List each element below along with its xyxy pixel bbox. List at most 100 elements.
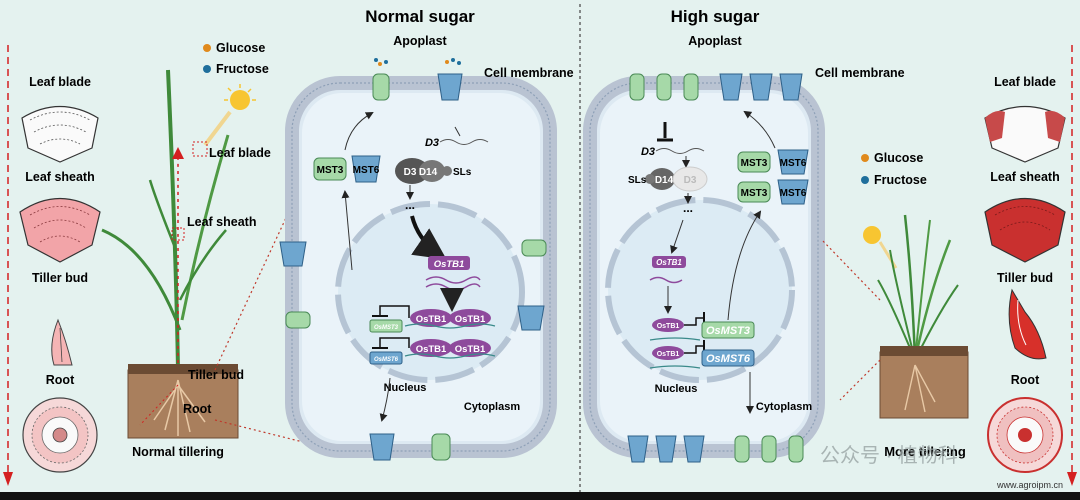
right-glucose-legend-label: Glucose xyxy=(874,151,923,165)
right-rice-plant xyxy=(863,214,969,419)
more-tillering-label: More tillering xyxy=(884,444,966,459)
right-fructose-dot-icon xyxy=(861,176,869,184)
left-cell xyxy=(285,76,557,458)
right-root-label: Root xyxy=(1011,373,1040,387)
left-leaf-blade-label: Leaf blade xyxy=(29,75,91,89)
right-cytoplasm-label: Cytoplasm xyxy=(756,401,812,413)
right-d3-gene-label: D3 xyxy=(641,146,655,158)
right-osmst6-gene-box xyxy=(701,349,755,367)
left-mst3-transporter-side xyxy=(285,239,547,329)
right-glucose-dot-icon xyxy=(861,154,869,162)
left-mst3-transporter-top xyxy=(372,58,390,101)
left-cytoplasm-label: Cytoplasm xyxy=(464,401,520,413)
right-ostb1-gene-label: OsTB1 xyxy=(656,258,682,267)
right-tiller-bud-label: Tiller bud xyxy=(997,271,1053,285)
left-ostb1-protein-label-2: OsTB1 xyxy=(455,314,486,325)
right-d3-d14-complex xyxy=(645,166,708,192)
right-mst6-box-2 xyxy=(777,179,809,205)
plant-tiller-bud-label: Tiller bud xyxy=(188,368,244,382)
normal-tillering-label: Normal tillering xyxy=(132,445,224,459)
plant-leaf-sheath-label: Leaf sheath xyxy=(187,215,256,229)
left-d14-label: D14 xyxy=(419,167,438,178)
watermark-site: www.agroipm.cn xyxy=(996,480,1063,490)
left-osmst3-gene-box xyxy=(369,319,403,333)
right-root-section xyxy=(987,397,1063,473)
right-ostb1-protein-2 xyxy=(652,346,684,360)
left-cell-membrane-label: Cell membrane xyxy=(484,66,574,80)
left-transporters-bottom xyxy=(369,433,451,461)
right-ostb1-gene-box xyxy=(652,256,686,268)
right-leaf-sheath-section xyxy=(984,197,1066,263)
right-osmst3-gene-box xyxy=(701,321,755,339)
left-ostb1-protein-label-4: OsTB1 xyxy=(455,344,486,355)
left-root-section xyxy=(22,397,98,473)
left-osmst3-gene-label: OsMST3 xyxy=(374,325,399,331)
left-soil xyxy=(127,364,239,439)
right-leaf-sheath-label: Leaf sheath xyxy=(990,170,1059,184)
right-sun-icon xyxy=(863,226,881,244)
glucose-legend-label: Glucose xyxy=(216,41,265,55)
left-mst6-box xyxy=(351,155,381,183)
sun-icon xyxy=(230,90,250,110)
plant-leaf-blade-label: Leaf blade xyxy=(209,146,271,160)
right-fructose-legend-label: Fructose xyxy=(874,173,927,187)
right-mst6-label-2: MST6 xyxy=(780,188,807,199)
left-ostb1-gene-label: OsTB1 xyxy=(434,259,465,270)
right-leaf-blade-section xyxy=(984,105,1066,163)
right-mst3-label-2: MST3 xyxy=(741,188,768,199)
left-osmst6-gene-box xyxy=(369,351,403,365)
right-osmst6-gene-label: OsMST6 xyxy=(706,353,751,365)
left-ostb1-dimer-2 xyxy=(404,339,496,359)
left-osmst6-gene-label: OsMST6 xyxy=(374,357,399,363)
right-cell xyxy=(583,76,825,458)
right-mst3-label-1: MST3 xyxy=(741,158,768,169)
left-d3-label: D3 xyxy=(404,167,417,178)
left-tiller-bud xyxy=(51,318,73,366)
watermark-text: 公众号 · 植物科 xyxy=(820,444,958,467)
left-mst6-label: MST6 xyxy=(353,165,380,176)
left-apoplast-label: Apoplast xyxy=(393,34,447,48)
fructose-legend-label: Fructose xyxy=(216,62,269,76)
left-leaf-blade-section xyxy=(21,105,99,163)
left-root-label: Root xyxy=(46,373,75,387)
right-sls-label: SLs xyxy=(628,175,647,186)
plant-root-label: Root xyxy=(183,402,212,416)
left-ostb1-dimer-1 xyxy=(404,309,496,329)
left-mst6-transporter-top xyxy=(437,58,463,101)
right-transporters-top xyxy=(629,73,803,101)
left-ostb1-protein-label-1: OsTB1 xyxy=(416,314,447,325)
left-leaf-sheath-section xyxy=(19,197,101,263)
left-sls-label: SLs xyxy=(453,167,472,178)
left-rice-plant xyxy=(101,69,256,371)
glucose-dot-icon xyxy=(203,44,211,52)
normal-sugar-title: Normal sugar xyxy=(365,7,475,26)
left-ellipsis: ... xyxy=(405,198,415,212)
right-apoplast-label: Apoplast xyxy=(688,34,742,48)
left-d3-gene-label: D3 xyxy=(425,137,439,149)
right-tiller-bud xyxy=(1008,288,1047,360)
left-mst3-box xyxy=(313,157,347,181)
fructose-dot-icon xyxy=(203,65,211,73)
left-mst6-transporter-side xyxy=(279,241,545,331)
right-mst3-box-1 xyxy=(737,151,771,173)
right-ostb1-protein-label-2: OsTB1 xyxy=(657,351,680,358)
right-nucleus-label: Nucleus xyxy=(655,383,698,395)
right-ellipsis: ... xyxy=(683,201,693,215)
right-ostb1-protein-label-1: OsTB1 xyxy=(657,323,680,330)
right-ostb1-protein-1 xyxy=(652,318,684,332)
right-d3-label: D3 xyxy=(684,175,697,186)
right-cell-membrane-label: Cell membrane xyxy=(815,66,905,80)
high-sugar-title: High sugar xyxy=(671,7,760,26)
right-transporters-bottom xyxy=(627,435,804,463)
right-leaf-blade-label: Leaf blade xyxy=(994,75,1056,89)
left-tiller-bud-label: Tiller bud xyxy=(32,271,88,285)
left-ostb1-protein-label-3: OsTB1 xyxy=(416,344,447,355)
left-mst3-label: MST3 xyxy=(317,165,344,176)
right-osmst3-gene-label: OsMST3 xyxy=(706,325,750,337)
right-mst6-box-1 xyxy=(777,149,809,175)
left-leaf-sheath-label: Leaf sheath xyxy=(25,170,94,184)
left-d3-d14-complex xyxy=(395,158,452,184)
right-d14-label: D14 xyxy=(655,175,674,186)
